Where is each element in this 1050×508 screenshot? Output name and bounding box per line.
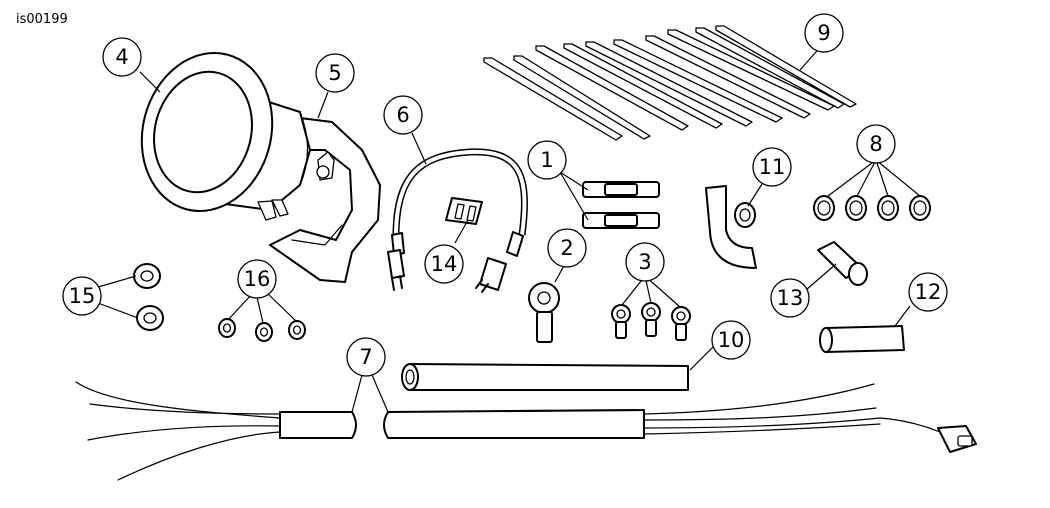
part-gauge <box>140 51 381 283</box>
part-butt-connectors <box>582 181 660 229</box>
part-fuse-harness <box>387 148 528 293</box>
part-inline-fitting <box>817 241 868 286</box>
part-short-sleeve <box>819 325 905 353</box>
callout-8: 8 <box>856 124 896 164</box>
callout-13: 13 <box>770 278 810 318</box>
callout-11: 11 <box>752 147 792 187</box>
svg-text:8: 8 <box>869 132 882 156</box>
figure-id-label: is00199 <box>16 12 68 27</box>
part-long-sleeve <box>401 363 689 391</box>
callout-9: 9 <box>804 13 844 53</box>
callout-12: 12 <box>908 272 948 312</box>
part-small-nuts <box>218 318 306 342</box>
callout-5: 5 <box>315 53 355 93</box>
callout-2: 2 <box>547 228 587 268</box>
svg-text:3: 3 <box>638 250 651 274</box>
svg-text:16: 16 <box>244 267 271 291</box>
part-elbow-fitting <box>705 185 757 269</box>
svg-text:9: 9 <box>817 21 830 45</box>
callout-15: 15 <box>62 276 102 316</box>
svg-text:13: 13 <box>777 286 804 310</box>
svg-text:14: 14 <box>431 252 458 276</box>
part-hose-clamps <box>813 195 931 221</box>
svg-text:4: 4 <box>115 45 128 69</box>
svg-text:5: 5 <box>328 61 341 85</box>
part-ring-terminals-small <box>611 302 691 341</box>
part-main-harness <box>75 381 977 481</box>
svg-text:15: 15 <box>69 284 96 308</box>
svg-text:10: 10 <box>718 328 745 352</box>
callout-4: 4 <box>102 37 142 77</box>
callout-14: 14 <box>424 244 464 284</box>
svg-text:7: 7 <box>359 345 372 369</box>
svg-text:12: 12 <box>915 280 942 304</box>
part-ring-terminal-large <box>528 282 560 343</box>
svg-text:2: 2 <box>560 236 573 260</box>
callout-16: 16 <box>237 259 277 299</box>
svg-text:1: 1 <box>540 148 553 172</box>
svg-text:11: 11 <box>759 155 786 179</box>
part-large-nuts <box>133 263 164 331</box>
svg-text:6: 6 <box>396 103 409 127</box>
callout-7: 7 <box>346 337 386 377</box>
callout-1: 1 <box>527 140 567 180</box>
callout-6: 6 <box>383 95 423 135</box>
leader-lines <box>97 43 921 413</box>
callout-10: 10 <box>711 320 751 360</box>
callout-3: 3 <box>625 242 665 282</box>
part-cable-ties <box>483 25 857 141</box>
